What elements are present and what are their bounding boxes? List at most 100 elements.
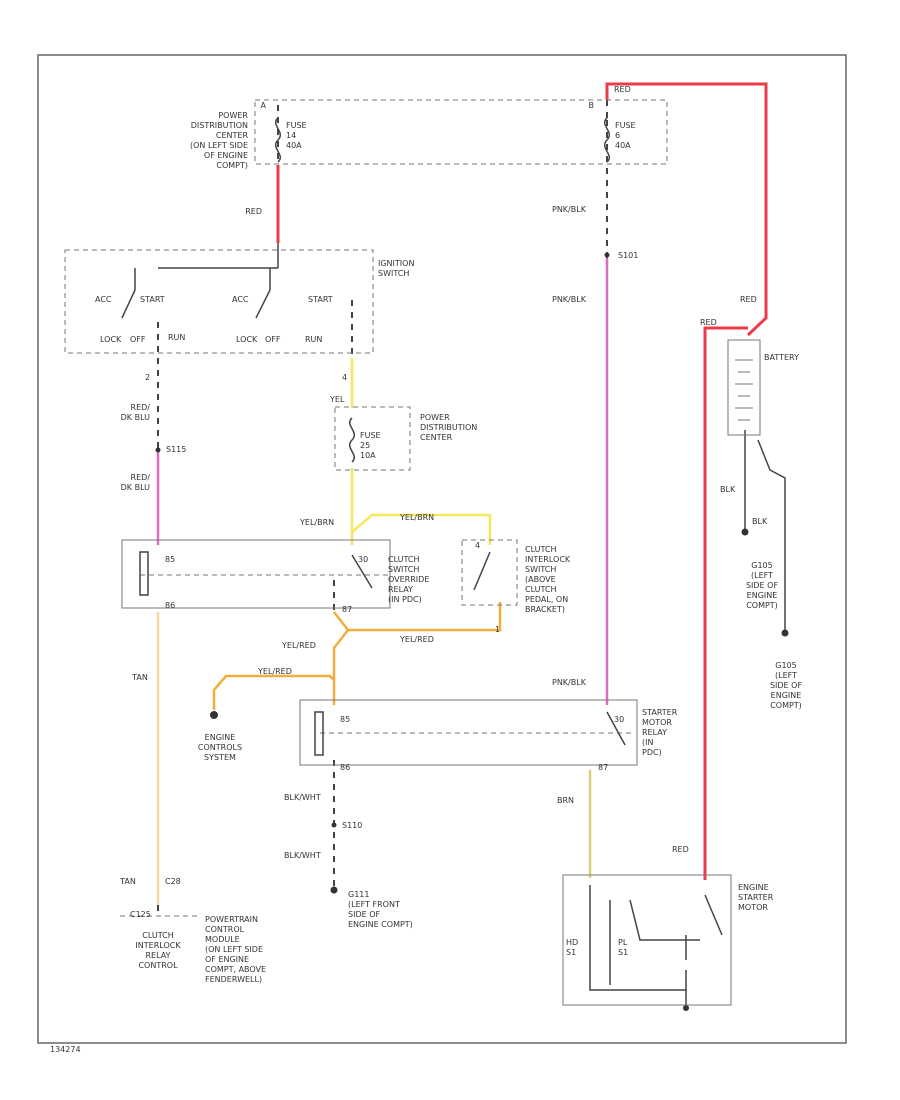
pdc-top-box — [254, 99, 668, 165]
wire-tan-label-2: TAN — [119, 877, 136, 886]
starter-ground-icon — [683, 1005, 689, 1011]
wire-yel-red-ecs — [212, 674, 335, 710]
wire-red-label-2: RED — [614, 85, 631, 94]
wire-yel-red-relay — [332, 629, 349, 705]
wire-yel-red-label-1: YEL/RED — [399, 635, 434, 644]
fuse-14-icon — [275, 117, 281, 163]
pdc-mid-box — [334, 406, 411, 471]
wire-red-dkblu-label-1: RED/DK BLU — [121, 403, 151, 422]
wire-pnk-blk-label-3: PNK/BLK — [552, 678, 587, 687]
wire-yel-brn-label-1: YEL/BRN — [299, 518, 334, 527]
wire-pnk-blk-label-1: PNK/BLK — [552, 205, 587, 214]
pin-87b-label: 87 — [598, 763, 608, 772]
starter-s2-label: S1 — [618, 948, 628, 957]
ign-off-label: OFF — [130, 335, 146, 344]
wire-blk-label-2: BLK — [752, 517, 768, 526]
footer-id-label: 134274 — [50, 1045, 81, 1054]
starter-relay-switch-icon — [606, 711, 626, 746]
splice-s101-label: S101 — [618, 251, 638, 260]
wire-blk-label-1: BLK — [720, 485, 736, 494]
wire-brn-label: BRN — [557, 796, 574, 805]
diagram-border — [37, 54, 847, 1044]
starter-s1-label: S1 — [566, 948, 576, 957]
ign-acc-label: ACC — [95, 295, 112, 304]
starter-relay-coil-icon — [314, 711, 324, 756]
wire-yel-brn-label-2: YEL/BRN — [399, 513, 434, 522]
pin-85-label: 85 — [165, 555, 175, 564]
ign-run-label: RUN — [168, 333, 185, 342]
battery-label: BATTERY — [764, 353, 799, 362]
starter-motor-switch-icon — [704, 894, 723, 936]
splice-s101-icon — [604, 252, 610, 258]
wire-yel-red-label-3: YEL/RED — [257, 667, 292, 676]
clutch-override-relay-box — [121, 539, 391, 609]
starter-hd-label: HD — [566, 938, 578, 947]
starter-pl-label: PL — [618, 938, 628, 947]
wire-blk-wht-label-1: BLK/WHT — [284, 793, 321, 802]
pin-87-label: 87 — [342, 605, 352, 614]
wire-pnk-blk-label-2: PNK/BLK — [552, 295, 587, 304]
splice-s115-label: S115 — [166, 445, 186, 454]
override-relay-coil-icon — [139, 551, 149, 596]
pin-c125-label: C125 — [130, 910, 151, 919]
wire-tan-label-1: TAN — [131, 673, 148, 682]
wire-blk-wht-label-2: BLK/WHT — [284, 851, 321, 860]
splice-s110-icon — [331, 822, 337, 828]
wire-red-dkblu-label-2: RED/DK BLU — [121, 473, 151, 492]
pin-2-label: 2 — [145, 373, 150, 382]
wire-red-battery-loop — [605, 82, 768, 337]
ground-g105-a-icon — [741, 528, 749, 536]
pin-c28-label: C28 — [165, 877, 181, 886]
wire-yel-label: YEL — [329, 395, 345, 404]
pin-a-label: A — [261, 101, 267, 110]
fuse-6-icon — [604, 117, 610, 163]
ignition-switch-box — [64, 249, 374, 354]
ignition-switch-contacts — [121, 243, 279, 319]
fuse-25-icon — [349, 417, 355, 463]
wire-red-starter — [703, 326, 748, 880]
interlock-switch-contact-icon — [473, 551, 491, 591]
battery-box — [727, 339, 761, 436]
ign-start-label: START — [140, 295, 165, 304]
wire-red-label-3: RED — [740, 295, 757, 304]
override-relay-switch-icon — [351, 554, 373, 589]
ground-g111-icon — [330, 886, 338, 894]
clutch-interlock-switch-box — [461, 539, 518, 606]
splice-s115-icon — [155, 447, 161, 453]
ign-acc2-label: ACC — [232, 295, 249, 304]
wire-red-label-5: RED — [672, 845, 689, 854]
starter-motor-internal — [589, 885, 700, 991]
pin-1-label: 1 — [495, 625, 500, 634]
wire-red-label-1: RED — [245, 207, 262, 216]
wire-yel-brn-interlock — [351, 513, 492, 545]
ground-g105-b-icon — [781, 629, 789, 637]
wire-yel-red-interlock — [333, 602, 502, 632]
ign-run2-label: RUN — [305, 335, 322, 344]
pin-30b-label: 30 — [614, 715, 624, 724]
pin-b-label: B — [589, 101, 595, 110]
ign-lock2-label: LOCK — [236, 335, 258, 344]
pin-4b-label: 4 — [475, 541, 480, 550]
wire-red-label-4: RED — [700, 318, 717, 327]
pin-30-label: 30 — [358, 555, 368, 564]
wire-yel-red-label-2: YEL/RED — [281, 641, 316, 650]
pin-86-label: 86 — [165, 601, 175, 610]
starter-relay-box — [299, 699, 638, 766]
ign-lock-label: LOCK — [100, 335, 122, 344]
ign-off2-label: OFF — [265, 335, 281, 344]
splice-s110-label: S110 — [342, 821, 362, 830]
